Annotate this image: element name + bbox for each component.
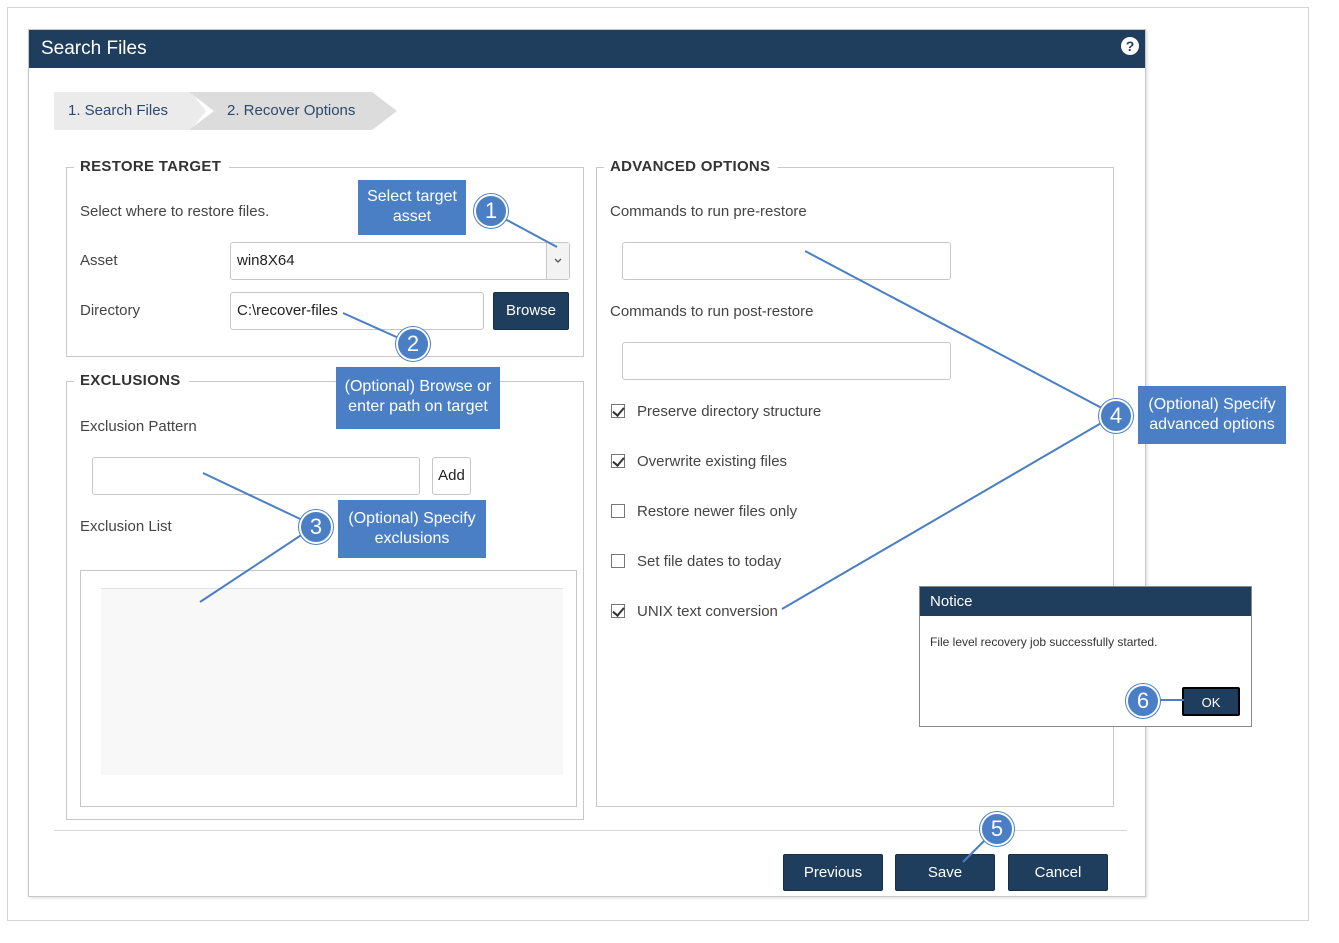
step-search-files[interactable]: 1. Search Files [54,92,206,130]
overwrite-existing-label: Overwrite existing files [637,453,788,470]
checkbox-set-file-dates[interactable] [611,554,625,568]
dialog-titlebar: Search Files ? [29,30,1145,68]
unix-text-label: UNIX text conversion [637,603,778,620]
callout-browse-path: (Optional) Browse or enter path on targe… [336,367,500,429]
badge-4: 4 [1099,399,1133,433]
screenshot-frame [7,7,1309,921]
checkbox-unix-text[interactable] [611,604,625,618]
help-icon[interactable]: ? [1121,37,1139,55]
post-restore-input[interactable] [622,342,951,380]
save-button[interactable]: Save [895,854,995,891]
connector-line-3a [202,472,316,527]
asset-select[interactable]: win8X64 [230,242,570,280]
dialog-title: Search Files [41,38,147,59]
search-files-dialog: Search Files ? 1. Search Files 2. Recove… [28,29,1146,897]
step-recover-options[interactable]: 2. Recover Options [189,92,397,130]
badge-3: 3 [299,510,333,544]
exclusion-pattern-input[interactable] [92,457,420,495]
checkbox-restore-newer[interactable] [611,504,625,518]
exclusion-pattern-label: Exclusion Pattern [80,418,197,435]
advanced-options-legend: ADVANCED OPTIONS [604,158,779,175]
ok-button[interactable]: OK [1182,687,1240,716]
exclusion-list[interactable] [80,570,577,807]
badge-5: 5 [980,812,1014,846]
directory-label: Directory [80,302,141,319]
notice-title: Notice [920,587,1251,616]
badge-2: 2 [396,327,430,361]
restore-target-intro: Select where to restore files. [80,203,270,220]
chevron-down-icon[interactable] [546,243,569,279]
pre-restore-input[interactable] [622,242,951,280]
previous-button[interactable]: Previous [783,854,883,891]
post-restore-label: Commands to run post-restore [610,303,814,320]
cancel-button[interactable]: Cancel [1008,854,1108,891]
add-exclusion-button[interactable]: Add [432,457,471,495]
restore-newer-label: Restore newer files only [637,503,798,520]
footer-divider [54,830,1127,831]
badge-6: 6 [1126,684,1160,718]
connector-line-4a [804,250,1116,416]
exclusion-list-label: Exclusion List [80,518,172,535]
exclusions-section [66,381,584,820]
directory-input[interactable]: C:\recover-files [230,292,484,330]
advanced-options-section [596,167,1114,807]
exclusions-legend: EXCLUSIONS [74,372,189,389]
directory-input-value: C:\recover-files [237,302,338,319]
checkbox-overwrite-existing[interactable] [611,454,625,468]
asset-select-value: win8X64 [237,252,295,269]
notice-dialog: Notice File level recovery job successfu… [919,586,1252,727]
restore-target-section [66,167,584,357]
pre-restore-label: Commands to run pre-restore [610,203,807,220]
callout-select-target: Select target asset [358,180,466,235]
exclusion-list-body [101,588,563,775]
checkbox-preserve-directory[interactable] [611,404,625,418]
preserve-directory-label: Preserve directory structure [637,403,822,420]
callout-exclusions: (Optional) Specify exclusions [338,500,486,558]
badge-1: 1 [474,194,508,228]
set-file-dates-label: Set file dates to today [637,553,782,570]
browse-button[interactable]: Browse [493,292,569,330]
connector-line-3b [199,525,316,603]
notice-message: File level recovery job successfully sta… [930,635,1158,649]
connector-line-4b [781,414,1116,610]
restore-target-legend: RESTORE TARGET [74,158,230,175]
asset-label: Asset [80,252,118,269]
callout-advanced-options: (Optional) Specify advanced options [1138,386,1286,444]
